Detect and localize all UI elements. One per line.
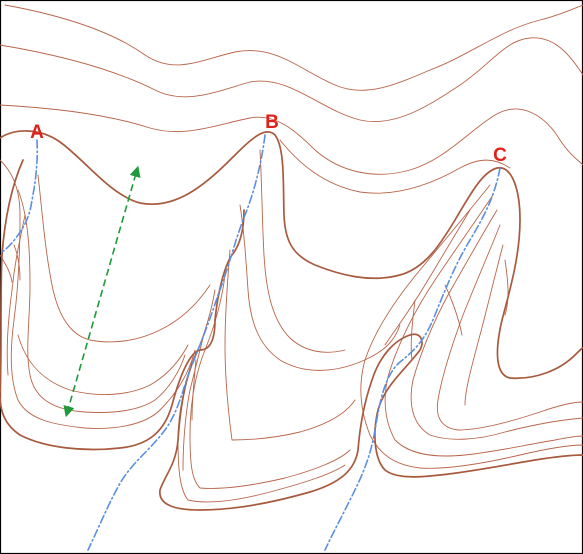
contour-line-left-6 [13, 244, 21, 281]
valley-line-a [1, 139, 39, 253]
contour-line-right-7 [444, 284, 463, 336]
contour-line-left-5 [0, 254, 13, 283]
contour-line-top-3 [0, 104, 583, 175]
contour-line-right-4 [436, 224, 583, 431]
valley-line-b [87, 134, 266, 551]
index-contour-left-lobe [0, 159, 245, 451]
contour-line-top-4 [279, 139, 511, 194]
index-contour-mid-lobe [159, 333, 583, 511]
contour-line-top-1 [4, 4, 583, 91]
contour-line-mid-3 [259, 149, 346, 353]
point-label-a: A [30, 122, 44, 143]
contour-line-mid-7 [191, 359, 197, 421]
point-label-c: C [493, 145, 507, 166]
contour-line-right-8 [504, 259, 509, 316]
contour-line-left-2 [17, 189, 186, 413]
contour-line-left-1 [0, 159, 196, 429]
contour-line-mid-2 [239, 204, 401, 371]
contour-line-right-6 [384, 209, 471, 346]
valley-line-c [324, 167, 501, 551]
contour-line-mid-1 [224, 249, 356, 441]
contour-line-mid-5 [189, 274, 351, 489]
contour-line-top-2 [0, 37, 583, 122]
contour-line-right-3 [410, 209, 583, 440]
contour-line-right-5 [464, 244, 504, 406]
contour-line-mid-6 [182, 329, 206, 471]
contour-line-right-1 [360, 184, 583, 469]
index-contour-main [0, 130, 583, 380]
double-headed-arrow [63, 165, 141, 418]
contour-line-left-4 [6, 214, 26, 376]
contour-line-right-2 [384, 194, 583, 457]
point-label-b: B [265, 112, 279, 133]
